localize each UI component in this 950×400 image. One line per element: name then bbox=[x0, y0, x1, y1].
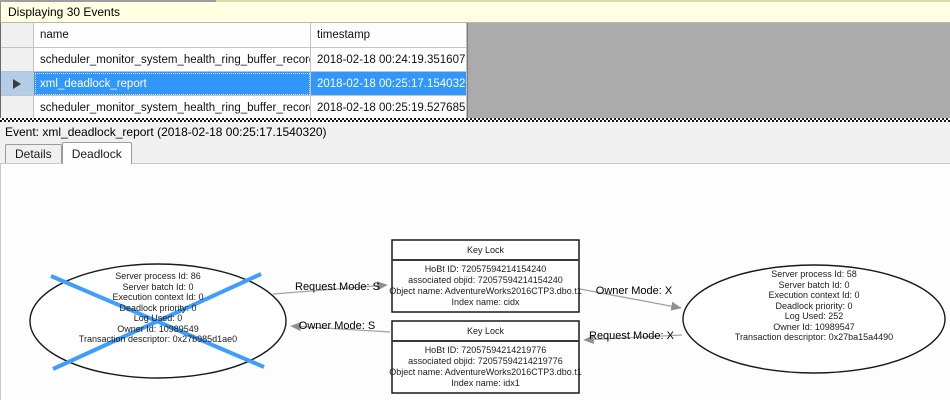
current-row-arrow-icon bbox=[13, 78, 21, 89]
server-process-id: Server process Id: 86 bbox=[115, 271, 201, 281]
detail-tabs: Details Deadlock bbox=[0, 142, 950, 164]
lock-details: HoBt ID: 72057594214154240 associated ob… bbox=[389, 264, 582, 308]
execution-context-id: Execution context Id: 0 bbox=[112, 292, 204, 302]
process-details: Server process Id: 58 Server batch Id: 0… bbox=[684, 269, 944, 343]
log-used: Log Used: 0 bbox=[133, 313, 183, 323]
row-selector[interactable] bbox=[1, 48, 34, 72]
process-victim-details: Server process Id: 86 Server batch Id: 0… bbox=[28, 271, 288, 345]
lock-node-bottom[interactable] bbox=[391, 320, 580, 394]
event-name-cell[interactable]: scheduler_monitor_system_health_ring_buf… bbox=[34, 96, 311, 118]
edge-owner-x bbox=[579, 288, 682, 311]
edge-label-request-s: Request Mode: S bbox=[295, 281, 380, 293]
victim-x-mark bbox=[50, 272, 265, 371]
lock-title: Key Lock bbox=[466, 326, 505, 336]
index-name: Index name: idx1 bbox=[451, 378, 520, 388]
tab-details[interactable]: Details bbox=[5, 144, 62, 163]
associated-objid: associated objid: 72057594214154240 bbox=[408, 275, 563, 285]
event-timestamp-cell[interactable]: 2018-02-18 00:24:19.3516078 bbox=[311, 48, 467, 72]
column-header-name[interactable]: name bbox=[34, 23, 311, 48]
table-header-row: name timestamp bbox=[1, 23, 467, 48]
table-row-selected[interactable]: xml_deadlock_report 2018-02-18 00:25:17.… bbox=[1, 72, 467, 96]
deadlock-priority: Deadlock priority: 0 bbox=[119, 302, 197, 313]
top-edge-strip bbox=[0, 0, 950, 2]
event-name-cell[interactable]: xml_deadlock_report bbox=[34, 72, 311, 96]
edge-owner-s bbox=[290, 322, 391, 333]
tab-deadlock[interactable]: Deadlock bbox=[61, 142, 132, 164]
row-selector-current[interactable] bbox=[1, 72, 34, 96]
events-grid: name timestamp scheduler_monitor_system_… bbox=[0, 23, 950, 118]
index-name: Index name: cidx bbox=[451, 297, 520, 307]
edge-request-s bbox=[272, 281, 388, 295]
lock-node-top[interactable] bbox=[391, 239, 580, 313]
event-timestamp-cell[interactable]: 2018-02-18 00:25:17.1540320 bbox=[311, 72, 467, 96]
row-selector-header bbox=[1, 23, 34, 48]
events-table: name timestamp scheduler_monitor_system_… bbox=[1, 23, 468, 118]
server-batch-id: Server batch Id: 0 bbox=[122, 281, 194, 292]
deadlock-graph-shapes bbox=[29, 239, 946, 394]
column-header-timestamp[interactable]: timestamp bbox=[311, 23, 467, 48]
server-batch-id: Server batch Id: 0 bbox=[778, 279, 850, 290]
edge-label-owner-x: Owner Mode: X bbox=[595, 285, 673, 297]
transaction-descriptor: Transaction descriptor: 0x27ba15a4490 bbox=[734, 332, 894, 342]
selected-event-label: Event: xml_deadlock_report (2018-02-18 0… bbox=[5, 125, 327, 139]
lock-details: HoBt ID: 72057594214219776 associated ob… bbox=[389, 345, 582, 389]
selected-event-bar: Event: xml_deadlock_report (2018-02-18 0… bbox=[0, 122, 950, 142]
server-process-id: Server process Id: 58 bbox=[771, 269, 857, 279]
row-selector[interactable] bbox=[1, 96, 34, 118]
deadlock-priority: Deadlock priority: 0 bbox=[775, 300, 853, 311]
hobt-id: HoBt ID: 72057594214154240 bbox=[424, 264, 547, 274]
edge-request-x bbox=[583, 334, 683, 345]
deadlock-graph-panel: Server process Id: 86 Server batch Id: 0… bbox=[0, 163, 950, 400]
associated-objid: associated objid: 72057594214219776 bbox=[408, 356, 563, 366]
event-timestamp-cell[interactable]: 2018-02-18 00:25:19.5276859 bbox=[311, 96, 467, 118]
graph-edges bbox=[272, 281, 683, 345]
object-name: Object name: AdventureWorks2016CTP3.dbo.… bbox=[389, 367, 582, 377]
transaction-descriptor: Transaction descriptor: 0x27b985d1ae0 bbox=[78, 334, 238, 344]
edge-label-request-x: Request Mode: X bbox=[589, 330, 674, 342]
toolbar-edge bbox=[0, 0, 216, 2]
process-node[interactable] bbox=[682, 264, 946, 374]
owner-id: Owner Id: 10989547 bbox=[773, 321, 855, 332]
execution-context-id: Execution context Id: 0 bbox=[768, 290, 860, 300]
events-count-bar: Displaying 30 Events bbox=[0, 2, 950, 23]
log-used: Log Used: 252 bbox=[784, 311, 844, 321]
object-name: Object name: AdventureWorks2016CTP3.dbo.… bbox=[389, 286, 582, 296]
table-row[interactable]: scheduler_monitor_system_health_ring_buf… bbox=[1, 48, 467, 72]
event-name-cell[interactable]: scheduler_monitor_system_health_ring_buf… bbox=[34, 48, 311, 72]
horizontal-splitter[interactable] bbox=[0, 118, 950, 122]
hobt-id: HoBt ID: 72057594214219776 bbox=[424, 345, 547, 355]
table-row[interactable]: scheduler_monitor_system_health_ring_buf… bbox=[1, 96, 467, 118]
events-count-label: Displaying 30 Events bbox=[8, 5, 121, 19]
lock-title: Key Lock bbox=[466, 245, 505, 255]
edge-label-owner-s: Owner Mode: S bbox=[298, 320, 376, 332]
owner-id: Owner Id: 10989549 bbox=[117, 323, 199, 334]
